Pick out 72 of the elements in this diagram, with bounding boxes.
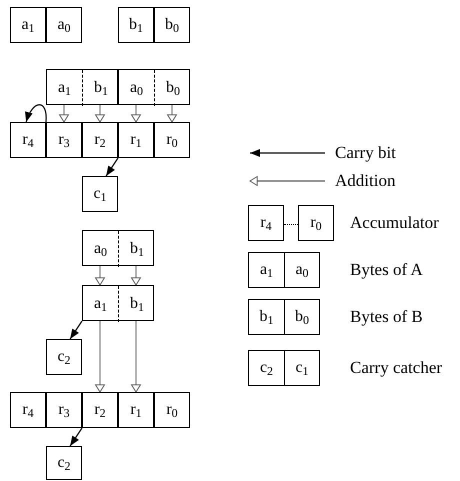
cell-label: a$_{0}$ bbox=[130, 80, 144, 96]
register-cell bbox=[82, 392, 118, 428]
register-cell bbox=[118, 122, 154, 158]
addition-arrow bbox=[95, 266, 105, 286]
cell-label: r$_{1}$ bbox=[130, 132, 142, 148]
cell-label: b$_{1}$ bbox=[94, 80, 108, 96]
register-cell bbox=[46, 392, 82, 428]
register-cell bbox=[10, 392, 46, 428]
register-box bbox=[82, 230, 154, 266]
register-cell bbox=[82, 122, 118, 158]
addition-arrow bbox=[131, 266, 141, 286]
cell-label: b$_{0}$ bbox=[166, 80, 180, 96]
cell-label: b$_{1}$ bbox=[130, 296, 144, 312]
cell-label: c$_{1}$ bbox=[93, 186, 107, 202]
cell-label: a$_{0}$ bbox=[295, 262, 309, 278]
cell-label: a$_{0}$ bbox=[94, 241, 108, 257]
cell-label: r$_{2}$ bbox=[94, 402, 106, 418]
cell-label: r$_{3}$ bbox=[58, 402, 70, 418]
register-cell bbox=[118, 392, 154, 428]
legend-label: Bytes of A bbox=[350, 261, 423, 278]
addition-arrow bbox=[59, 105, 69, 122]
register-cell bbox=[46, 446, 82, 480]
legend-label: Accumulator bbox=[350, 214, 439, 231]
register-cell bbox=[154, 122, 190, 158]
cell-label: b$_{1}$ bbox=[260, 309, 274, 325]
cell-label: b$_{0}$ bbox=[165, 17, 179, 33]
cell-label: a$_{1}$ bbox=[94, 296, 108, 312]
cell-label: r$_{1}$ bbox=[130, 402, 142, 418]
register-box bbox=[46, 69, 118, 105]
cell-label: r$_{0}$ bbox=[166, 132, 178, 148]
cell-label: a$_{0}$ bbox=[57, 17, 71, 33]
addition-arrow bbox=[167, 105, 177, 122]
addition-arrow bbox=[95, 105, 105, 122]
register-cell bbox=[10, 7, 46, 43]
cell-label: r$_{3}$ bbox=[58, 132, 70, 148]
cell-label: c$_{2}$ bbox=[57, 349, 71, 365]
carry-arrow bbox=[106, 158, 118, 176]
register-box bbox=[82, 285, 154, 321]
cell-label: a$_{1}$ bbox=[21, 17, 35, 33]
addition-arrow bbox=[131, 321, 141, 392]
register-cell bbox=[82, 176, 118, 212]
register-cell bbox=[154, 392, 190, 428]
cell-label: c$_{1}$ bbox=[295, 360, 309, 376]
cell-label: r$_{0}$ bbox=[310, 215, 322, 231]
carry-arrow bbox=[70, 428, 82, 446]
register-cell bbox=[46, 7, 82, 43]
cell-label: a$_{1}$ bbox=[260, 262, 274, 278]
cell-label: c$_{2}$ bbox=[57, 455, 71, 471]
cell-label: a$_{1}$ bbox=[58, 80, 72, 96]
register-cell bbox=[10, 122, 46, 158]
addition-arrow bbox=[95, 321, 105, 392]
cell-label: b$_{0}$ bbox=[295, 309, 309, 325]
carry-arrow bbox=[70, 320, 82, 340]
legend-label: Carry catcher bbox=[350, 359, 442, 376]
register-cell bbox=[46, 339, 82, 375]
carry-arrow bbox=[26, 104, 47, 122]
cell-label: r$_{0}$ bbox=[166, 402, 178, 418]
legend-label: Bytes of B bbox=[350, 308, 423, 325]
register-cell bbox=[46, 122, 82, 158]
register-cell bbox=[118, 7, 154, 43]
register-cell bbox=[154, 7, 190, 43]
cell-label: r$_{2}$ bbox=[94, 132, 106, 148]
cell-label: r$_{4}$ bbox=[260, 215, 272, 231]
addition-arrow bbox=[131, 105, 141, 122]
cell-label: b$_{1}$ bbox=[129, 17, 143, 33]
legend-label: Carry bit bbox=[335, 144, 396, 161]
cell-label: b$_{1}$ bbox=[130, 241, 144, 257]
cell-label: c$_{2}$ bbox=[260, 360, 274, 376]
register-box bbox=[118, 69, 190, 105]
cell-label: r$_{4}$ bbox=[22, 132, 34, 148]
legend-label: Addition bbox=[335, 172, 396, 189]
cell-label: r$_{4}$ bbox=[22, 402, 34, 418]
